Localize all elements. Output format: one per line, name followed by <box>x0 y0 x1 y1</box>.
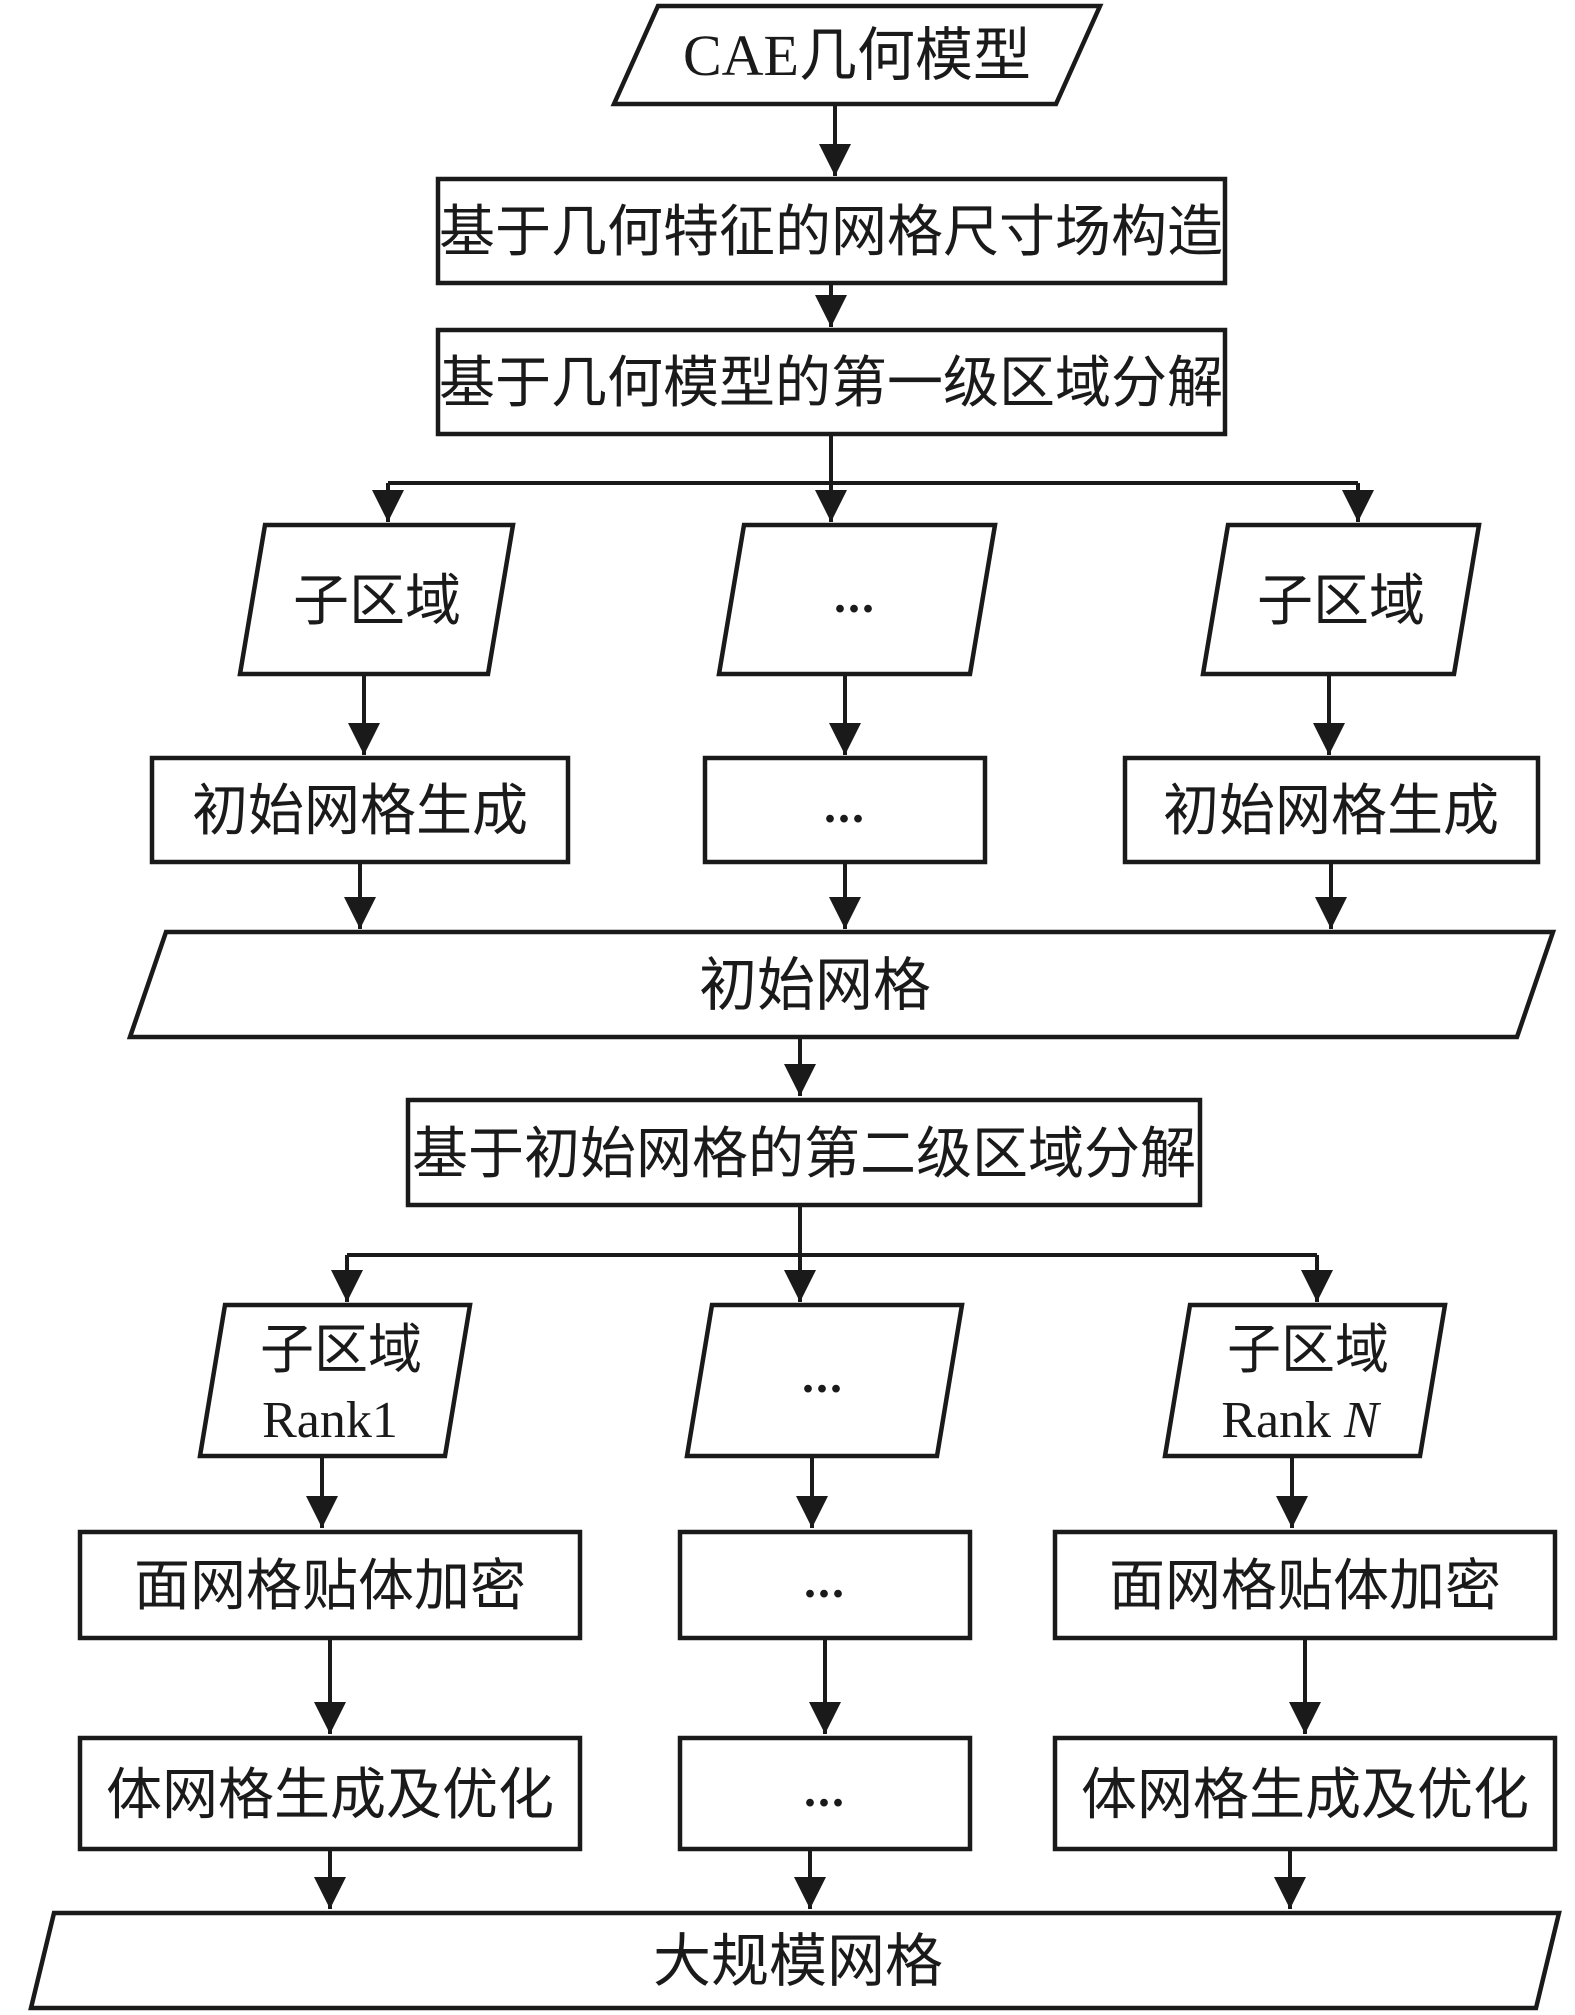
subdomain2-left-line2: Rank1 <box>262 1392 398 1449</box>
cae-geometry-model-label: CAE几何模型 <box>683 23 1031 88</box>
second-level-decomposition-label: 基于初始网格的第二级区域分解 <box>412 1124 1196 1186</box>
volume-mesh-right-label: 体网格生成及优化 <box>1081 1765 1529 1827</box>
surface-refinement-mid-label: ... <box>804 1555 846 1608</box>
cae-geometry-model-shape <box>610 3 1104 107</box>
subdomain1-mid-label: ... <box>834 570 876 623</box>
subdomain2-left-line1: 子区域 <box>260 1320 422 1380</box>
volume-mesh-mid-shape <box>677 1735 973 1852</box>
surface-refinement-right-label: 面网格贴体加密 <box>1109 1556 1501 1618</box>
subdomain1-left-shape <box>237 522 516 677</box>
size-field-construction-label: 基于几何特征的网格尺寸场构造 <box>439 202 1223 264</box>
subdomain2-right-rank-variable: N <box>1343 1392 1382 1449</box>
size-field-construction-shape <box>435 176 1228 286</box>
subdomain2-right-shape <box>1162 1302 1448 1459</box>
initial-mesh-generation-left-shape <box>149 755 571 865</box>
initial-mesh-shape <box>126 929 1557 1040</box>
large-scale-mesh-shape <box>28 1910 1562 2011</box>
subdomain1-left-label: 子区域 <box>293 571 461 633</box>
surface-refinement-left-shape <box>77 1529 583 1641</box>
volume-mesh-mid-label: ... <box>804 1764 846 1817</box>
first-level-decomposition-label: 基于几何模型的第一级区域分解 <box>439 353 1223 415</box>
first-level-decomposition-shape <box>435 327 1228 437</box>
subdomain1-right-shape <box>1200 522 1482 677</box>
volume-mesh-left-label: 体网格生成及优化 <box>106 1765 554 1827</box>
surface-refinement-right-shape <box>1052 1529 1558 1641</box>
subdomain1-mid-shape <box>716 522 998 677</box>
surface-refinement-left-label: 面网格贴体加密 <box>134 1556 526 1618</box>
volume-mesh-right-shape <box>1052 1735 1558 1852</box>
subdomain1-right-label: 子区域 <box>1257 571 1425 633</box>
second-level-decomposition-shape <box>405 1097 1203 1208</box>
initial-mesh-generation-left-label: 初始网格生成 <box>192 781 528 843</box>
initial-mesh-generation-mid-shape <box>702 755 988 865</box>
initial-mesh-generation-right-shape <box>1122 755 1541 865</box>
initial-mesh-label: 初始网格 <box>699 953 931 1018</box>
subdomain2-right-rank-prefix: Rank <box>1221 1392 1344 1449</box>
surface-refinement-mid-shape <box>677 1529 973 1641</box>
subdomain2-mid-label: ... <box>802 1350 844 1403</box>
subdomain2-right-line1: 子区域 <box>1227 1320 1389 1380</box>
initial-mesh-generation-right-label: 初始网格生成 <box>1163 781 1499 843</box>
initial-mesh-generation-mid-label: ... <box>824 780 866 833</box>
large-scale-mesh-label: 大规模网格 <box>653 1929 943 1994</box>
subdomain2-mid-shape <box>684 1302 965 1459</box>
subdomain2-left-shape <box>197 1302 473 1459</box>
subdomain2-right-line2: Rank N <box>1221 1392 1382 1449</box>
